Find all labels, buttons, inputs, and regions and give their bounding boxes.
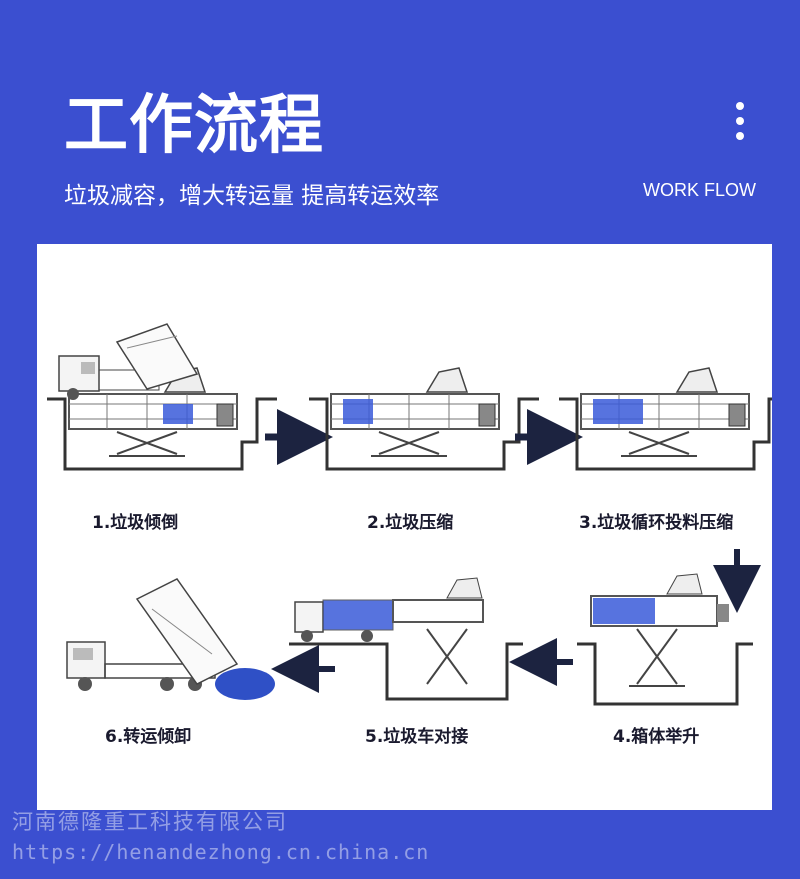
step-label-1: 1.垃圾倾倒 [92, 513, 179, 533]
watermark-company: 河南德隆重工科技有限公司 [12, 810, 288, 834]
more-dots-icon[interactable] [733, 102, 747, 146]
watermark-url: https://henandezhong.cn.china.cn [12, 840, 430, 864]
step-label-3: 3.垃圾循环投料压缩 [579, 513, 734, 533]
step-3-illustration [557, 366, 772, 471]
english-heading: WORK FLOW [643, 180, 756, 200]
step-5-illustration [289, 577, 523, 701]
workflow-diagram [45, 323, 772, 706]
page-title: 工作流程 [64, 89, 324, 163]
step-label-4: 4.箱体举升 [613, 727, 700, 747]
step-label-2: 2.垃圾压缩 [367, 513, 454, 533]
step-label-6: 6.转运倾卸 [105, 727, 192, 747]
workflow-panel: 1.垃圾倾倒 2.垃圾压缩 3.垃圾循环投料压缩 4.箱体举升 5.垃圾车对接 … [37, 244, 772, 810]
step-2-illustration [307, 366, 541, 471]
page-subtitle: 垃圾减容，增大转运量 提高转运效率 [64, 183, 440, 209]
step-6-illustration [66, 578, 275, 700]
step-4-illustration [577, 573, 753, 706]
step-1-illustration [45, 323, 279, 471]
step-label-5: 5.垃圾车对接 [365, 727, 469, 747]
